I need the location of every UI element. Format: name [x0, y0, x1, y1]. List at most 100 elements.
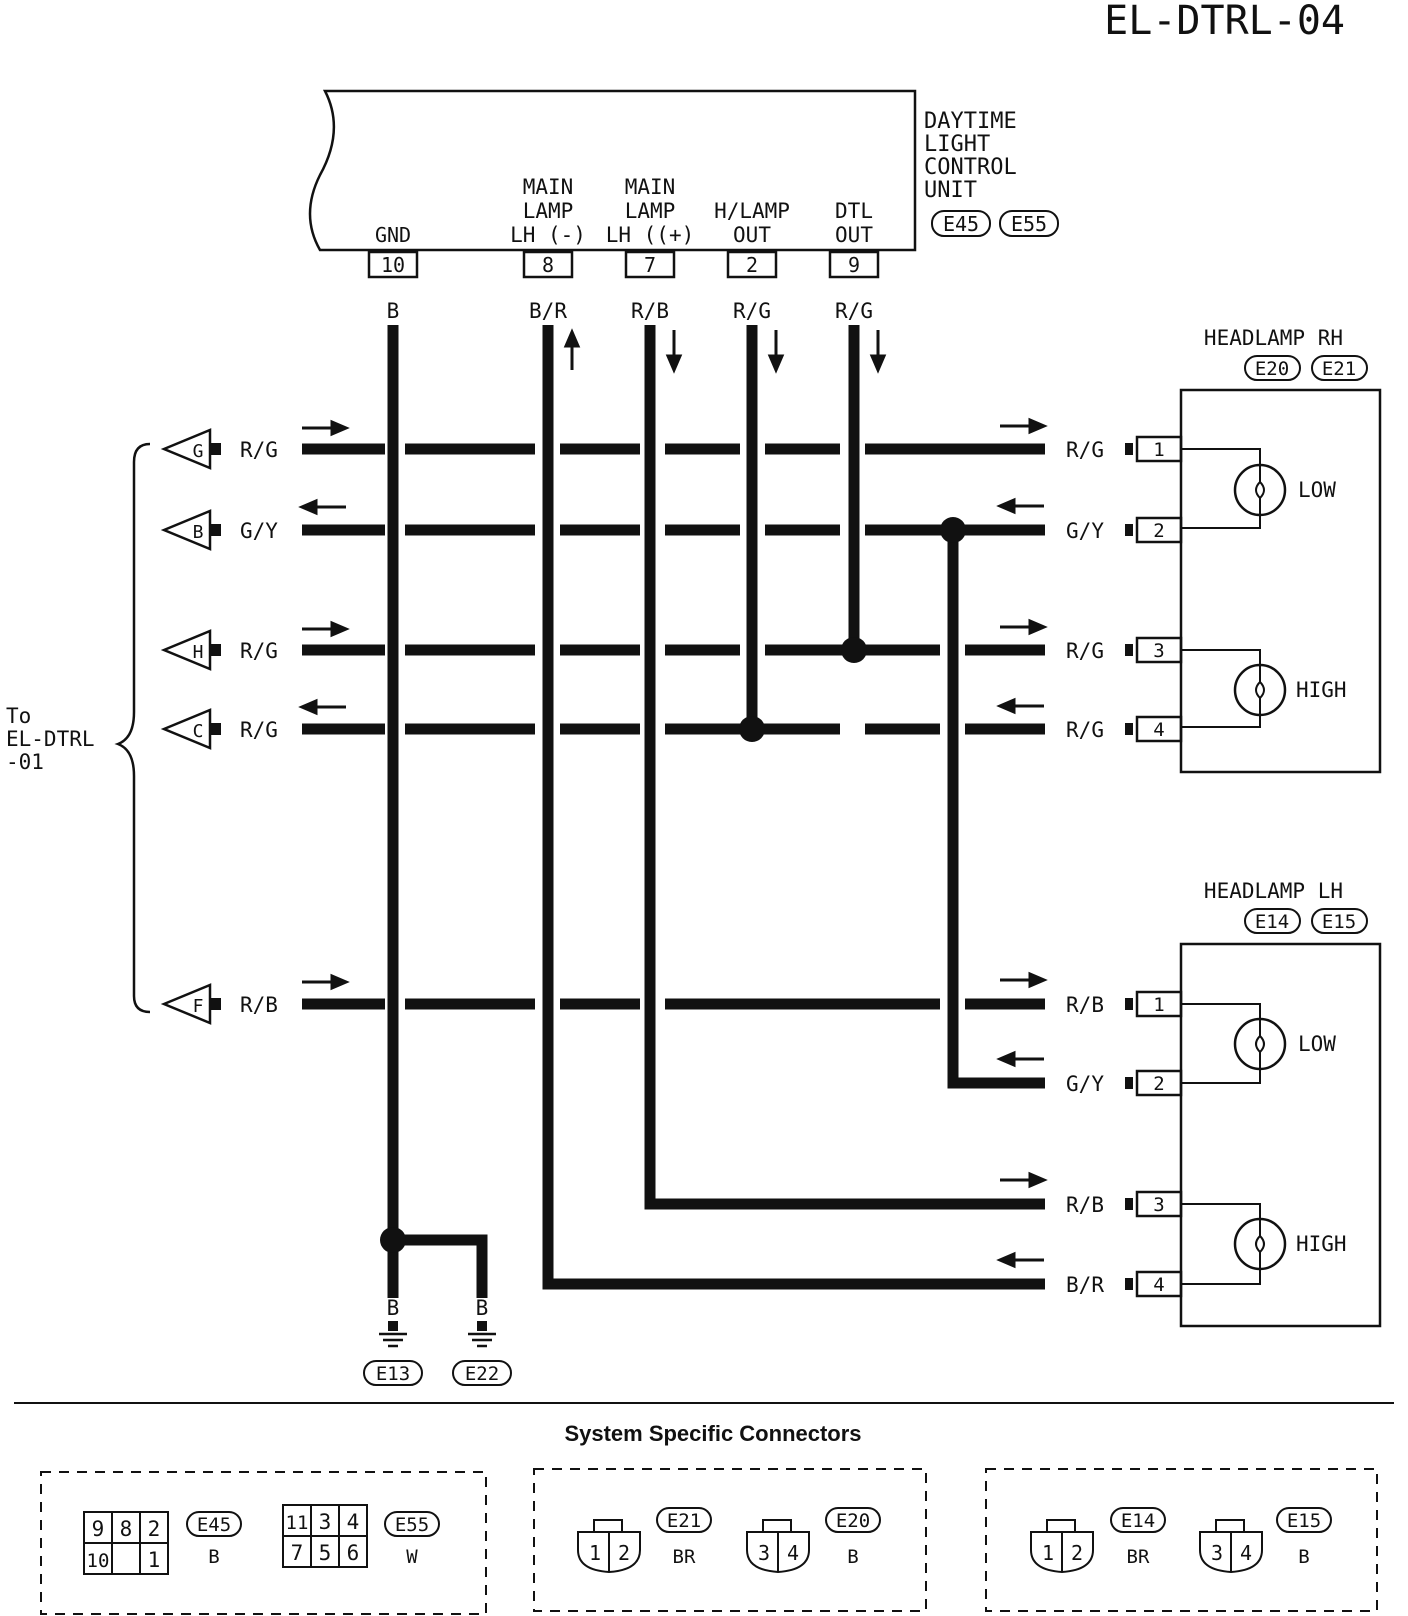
bulb-high-icon — [1233, 663, 1287, 717]
ground-e13: B E13 — [363, 1296, 423, 1386]
wire-color: R/B — [1066, 993, 1104, 1017]
terminal-main-lamp-lh-neg: MAIN LAMP LH (-) 8 B/R — [510, 175, 586, 323]
arrow-down-icon — [665, 354, 683, 374]
terminal-label: H/LAMP — [714, 199, 790, 223]
pin-lh-1: 1 R/B — [1066, 990, 1183, 1018]
lamp-label: LOW — [1298, 478, 1336, 502]
flow-arrows — [298, 328, 1048, 1269]
badge-label: E45 — [197, 1514, 231, 1536]
arrow-left-icon — [298, 498, 318, 516]
connector-face-e14: 1 2 — [1030, 1519, 1094, 1574]
connector-badge-e14: E14 — [1244, 908, 1301, 934]
terminal-label: MAIN — [523, 175, 574, 199]
connector-face-e55: 11 3 4 7 5 6 — [282, 1504, 368, 1568]
wire-color: R/B — [631, 299, 669, 323]
connector-face-e21: 1 2 — [577, 1519, 641, 1574]
wire-gy-lh2 — [947, 530, 1045, 1089]
splices — [380, 517, 966, 1253]
arrow-right-icon — [1028, 1171, 1048, 1189]
control-unit-name-line: DAYTIME — [924, 109, 1017, 134]
arrow-down-icon — [767, 354, 785, 374]
terminal-main-lamp-lh-pos: MAIN LAMP LH ((+) 7 R/B — [606, 175, 695, 323]
dashed-frame — [985, 1468, 1378, 1612]
pin-number: 1 — [1153, 994, 1164, 1016]
off-page-triangle-icon — [160, 629, 212, 671]
connector-badge — [363, 1360, 423, 1386]
wire-rb-lh3 — [644, 325, 1045, 1210]
connector-color: W — [406, 1546, 418, 1568]
wire-color: R/G — [240, 639, 278, 663]
connector-badge — [1276, 1507, 1332, 1533]
pin-number: 1 — [1153, 439, 1164, 461]
connector-badge — [1110, 1507, 1166, 1533]
control-unit-name: DAYTIME LIGHT CONTROL UNIT — [924, 109, 1017, 203]
connector-badge — [452, 1360, 512, 1386]
cavity-number: 1 — [1042, 1541, 1054, 1565]
ground-e22: B E22 — [452, 1296, 512, 1386]
wire-gnd-branch — [393, 1234, 488, 1298]
pin-number: 4 — [1153, 1274, 1164, 1296]
connector-face-e15: 3 4 — [1199, 1519, 1263, 1574]
terminal-label: OUT — [733, 223, 771, 247]
badge-label: E14 — [1255, 911, 1289, 933]
badge-label: E45 — [943, 212, 979, 236]
cavity-number: 5 — [319, 1541, 332, 1565]
connector-color: BR — [673, 1546, 696, 1568]
wire-color: G/Y — [1066, 1072, 1104, 1096]
connector-badge-e20: E20 — [1244, 355, 1301, 381]
headlamp-box — [1179, 942, 1382, 1328]
terminal-label: MAIN — [625, 175, 676, 199]
off-page-brace — [114, 442, 151, 1014]
wire-color: R/B — [1066, 1193, 1104, 1217]
connector-letter: B — [193, 522, 204, 543]
badge-label: E55 — [395, 1514, 429, 1536]
off-page-triangle-icon — [160, 428, 212, 470]
terminal-gnd: GND 10 B — [367, 223, 419, 323]
splice-dot — [380, 1227, 406, 1253]
connector-badge — [186, 1511, 242, 1537]
cavity-number: 6 — [347, 1541, 360, 1565]
arrow-left-icon — [996, 1251, 1016, 1269]
cavity-number: 8 — [120, 1517, 133, 1541]
splice-dot — [739, 716, 765, 742]
arrow-down-icon — [869, 354, 887, 374]
connector-badge — [384, 1511, 440, 1537]
connector-group-1: 9 8 2 10 1 E45 B 11 3 4 7 5 6 E55 W — [40, 1471, 487, 1615]
pin-number: 3 — [1153, 640, 1164, 662]
badge-label: E20 — [1255, 358, 1289, 380]
connector-badge-e21: E21 — [1311, 355, 1368, 381]
terminal-label: LAMP — [523, 199, 574, 223]
cavity-number: 1 — [148, 1548, 161, 1572]
ground-symbol-icon — [379, 1332, 407, 1348]
badge-label: E15 — [1287, 1510, 1321, 1532]
headlamp-rh: HEADLAMP RH E20 E21 LOW HIGH 1 R/G — [1066, 326, 1382, 774]
badge-label: E14 — [1121, 1510, 1155, 1532]
arrow-right-icon — [330, 973, 350, 991]
off-page-triangle-icon — [160, 509, 212, 551]
lamp-label: LOW — [1298, 1032, 1336, 1056]
wire-color: B/R — [1066, 1273, 1104, 1297]
badge-label: E20 — [836, 1510, 870, 1532]
headlamp-lh: HEADLAMP LH E14 E15 LOW HIGH 1 R/B — [1066, 879, 1382, 1328]
wire-color: R/G — [240, 718, 278, 742]
badge-label: E15 — [1322, 911, 1356, 933]
terminal-label: LH ((+) — [606, 223, 695, 247]
terminal-dtl-out: DTL OUT 9 R/G — [828, 199, 880, 323]
page-id: EL-DTRL-04 — [1104, 0, 1345, 44]
arrow-right-icon — [330, 620, 350, 638]
off-page-connector-f: F R/B — [160, 983, 278, 1025]
off-page-label: To EL-DTRL -01 — [6, 704, 95, 774]
pin-box — [726, 250, 778, 279]
connector-letter: H — [193, 642, 204, 663]
cavity-number: 3 — [319, 1510, 332, 1534]
wire-color: R/G — [1066, 438, 1104, 462]
terminal-hlamp-out: H/LAMP OUT 2 R/G — [714, 199, 790, 323]
cavity-number: 2 — [618, 1541, 630, 1565]
lamp-circuit — [1181, 1003, 1261, 1084]
pin-lh-4: 4 B/R — [1066, 1270, 1183, 1298]
connector-badge-e15: E15 — [1311, 908, 1368, 934]
bulb-low-icon — [1233, 463, 1287, 517]
lamp-circuit — [1181, 649, 1261, 728]
